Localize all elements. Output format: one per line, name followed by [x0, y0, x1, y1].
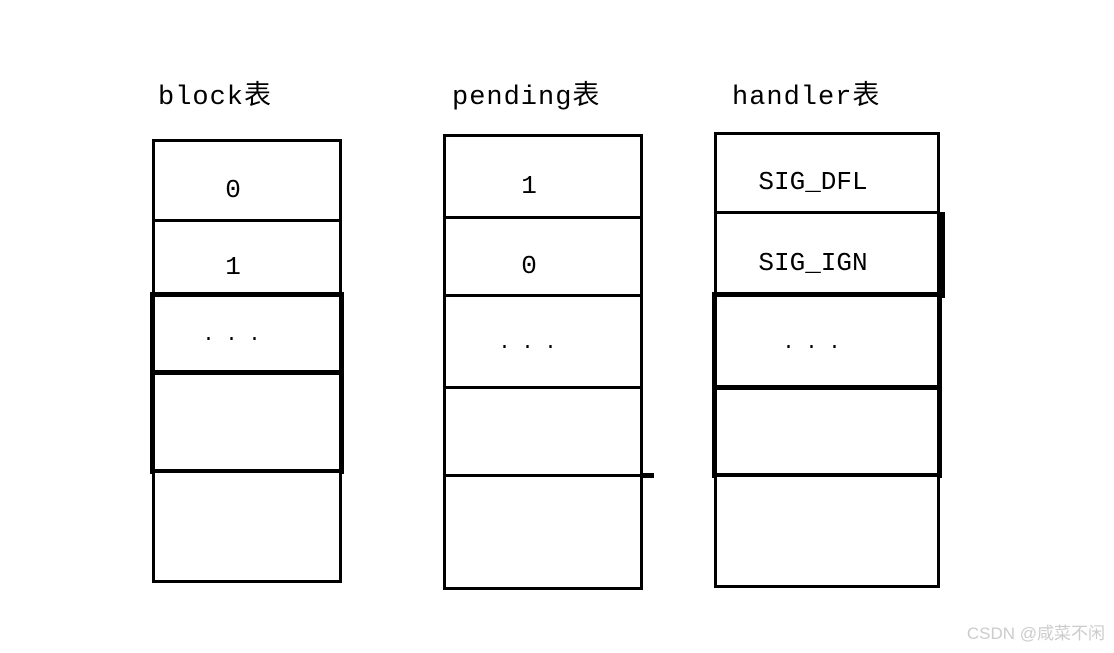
pending-table-cell-0: 1: [443, 134, 643, 219]
block-table-cell-0: 0: [152, 139, 342, 222]
pending-table-cell-4: [443, 474, 643, 590]
csdn-watermark: CSDN @咸菜不闲: [966, 624, 1105, 643]
block-table-title: block表: [158, 83, 273, 113]
handler-table-cell-3: [712, 385, 942, 478]
handler-table-double-border-line: [940, 212, 945, 298]
block-table-cell-1: 1: [152, 219, 342, 296]
block-table-cell-4: [152, 470, 342, 583]
pending-table-cell-1: 0: [443, 216, 643, 297]
pending-table-stray-tick: [641, 473, 654, 478]
handler-table-cell-sig-ign: SIG_IGN: [714, 211, 940, 296]
handler-table-title: handler表: [732, 83, 881, 113]
handler-table-cell-sig-dfl: SIG_DFL: [714, 132, 940, 214]
pending-table-cell-3: [443, 386, 643, 477]
pending-table: 1 0 ...: [443, 134, 643, 590]
pending-table-cell-ellipsis: ...: [443, 294, 643, 389]
block-table-cell-ellipsis: ...: [150, 292, 344, 375]
pending-table-title: pending表: [452, 83, 601, 113]
handler-table-cell-4: [714, 474, 940, 588]
handler-table-cell-ellipsis: ...: [712, 292, 942, 390]
block-table: 0 1 ...: [150, 139, 344, 583]
handler-table: SIG_DFL SIG_IGN ...: [712, 132, 942, 588]
block-table-cell-3: [150, 370, 344, 474]
